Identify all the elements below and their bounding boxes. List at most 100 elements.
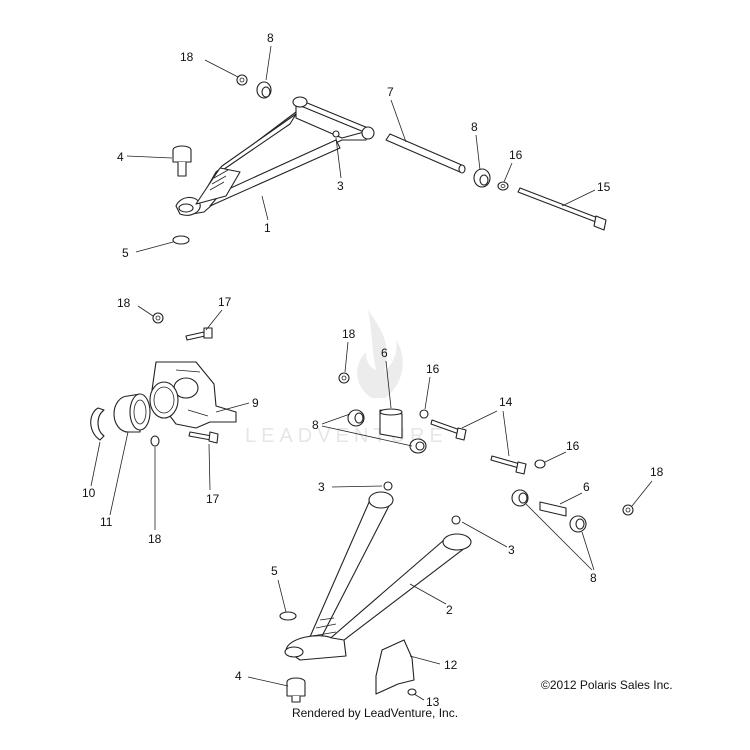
bushing <box>473 168 491 188</box>
callout-label: 18 <box>117 296 131 310</box>
callout-label: 4 <box>235 669 242 683</box>
callout-label: 10 <box>82 486 96 500</box>
callout-label: 2 <box>446 603 453 617</box>
callout-13: 13 <box>413 693 440 709</box>
bushing <box>569 515 587 533</box>
callout-5: 5 <box>122 241 174 260</box>
bolt <box>430 419 467 441</box>
callout-label: 13 <box>426 695 440 709</box>
lower-a-arm <box>284 491 472 661</box>
flange-nut <box>236 74 248 86</box>
callout-2: 2 <box>409 583 453 617</box>
callout-6: 6 <box>381 346 392 409</box>
callout-16: 16 <box>503 148 523 183</box>
callout-label: 6 <box>583 480 590 494</box>
callout-12: 12 <box>409 655 458 672</box>
callout-label: 18 <box>342 327 356 341</box>
callout-label: 18 <box>180 50 194 64</box>
callout-label: 5 <box>271 564 278 578</box>
washer <box>534 459 546 469</box>
callout-label: 8 <box>312 418 319 432</box>
grease-fitting <box>383 481 393 491</box>
bushing <box>256 81 272 99</box>
callout-8: 8 <box>471 120 481 171</box>
screw <box>407 688 417 696</box>
flange-nut <box>338 372 350 384</box>
callout-label: 14 <box>499 395 513 409</box>
callout-label: 3 <box>337 179 344 193</box>
pivot-tube <box>385 133 465 173</box>
callout-5: 5 <box>271 564 287 613</box>
upper-a-arm <box>175 96 375 216</box>
callout-8: 8 <box>312 413 413 447</box>
callout-label: 11 <box>100 515 113 529</box>
callout-label: 5 <box>122 246 129 260</box>
callout-label: 8 <box>590 571 597 585</box>
callout-11: 11 <box>100 431 129 529</box>
bushing <box>347 409 365 427</box>
callout-17: 17 <box>205 295 232 331</box>
callout-18: 18 <box>148 447 162 546</box>
callout-3: 3 <box>318 480 383 494</box>
flange-nut <box>150 435 160 447</box>
callout-label: 7 <box>387 85 394 99</box>
ball-joint <box>172 145 192 177</box>
callout-16: 16 <box>424 362 440 410</box>
bolt <box>185 327 213 341</box>
callout-label: 17 <box>206 492 220 506</box>
bolt <box>188 431 219 444</box>
callout-18: 18 <box>180 50 239 78</box>
callout-4: 4 <box>235 669 289 687</box>
flange-nut <box>622 504 634 516</box>
callout-label: 3 <box>318 480 325 494</box>
copyright-text: ©2012 Polaris Sales Inc. <box>541 678 673 692</box>
callout-label: 16 <box>426 362 440 376</box>
callout-18: 18 <box>631 465 664 507</box>
callout-label: 15 <box>597 180 611 194</box>
bolt <box>517 187 607 231</box>
ball-joint <box>286 677 306 703</box>
callout-label: 16 <box>566 439 580 453</box>
callout-label: 8 <box>267 31 274 45</box>
callout-1: 1 <box>261 195 271 235</box>
callout-8: 8 <box>525 503 597 585</box>
callout-label: 17 <box>218 295 232 309</box>
wheel-bearing <box>113 393 151 433</box>
bushing <box>409 438 427 454</box>
callout-label: 3 <box>508 543 515 557</box>
grease-fitting <box>451 515 461 525</box>
callout-label: 4 <box>117 150 124 164</box>
callout-4: 4 <box>117 150 173 164</box>
callout-6: 6 <box>559 480 590 505</box>
snap-ring <box>90 407 105 441</box>
footer-text: Rendered by LeadVenture, Inc. <box>292 706 458 720</box>
sleeve <box>539 501 567 517</box>
callout-label: 8 <box>471 120 478 134</box>
sleeve <box>379 408 403 439</box>
callout-3: 3 <box>461 521 515 557</box>
callout-7: 7 <box>387 85 407 143</box>
callout-label: 6 <box>381 346 388 360</box>
bushing <box>511 489 529 507</box>
callout-label: 18 <box>148 532 162 546</box>
callout-label: 18 <box>650 465 664 479</box>
steering-knuckle <box>149 361 237 429</box>
retaining-ring <box>279 611 297 621</box>
pivot-tube-end <box>458 164 466 174</box>
retaining-ring <box>172 235 190 245</box>
flange-nut <box>152 312 164 324</box>
callout-3: 3 <box>335 137 344 193</box>
callout-16: 16 <box>544 439 580 463</box>
washer <box>419 409 429 419</box>
callout-label: 12 <box>444 658 458 672</box>
callout-14: 14 <box>461 395 513 457</box>
callout-label: 9 <box>252 396 259 410</box>
callout-18: 18 <box>342 327 356 373</box>
callout-9: 9 <box>215 396 259 413</box>
bolt <box>490 455 527 475</box>
callout-17: 17 <box>206 443 220 506</box>
skid-guard <box>375 639 415 695</box>
callout-18: 18 <box>117 296 154 317</box>
washer <box>497 181 509 191</box>
callout-8: 8 <box>265 31 274 81</box>
